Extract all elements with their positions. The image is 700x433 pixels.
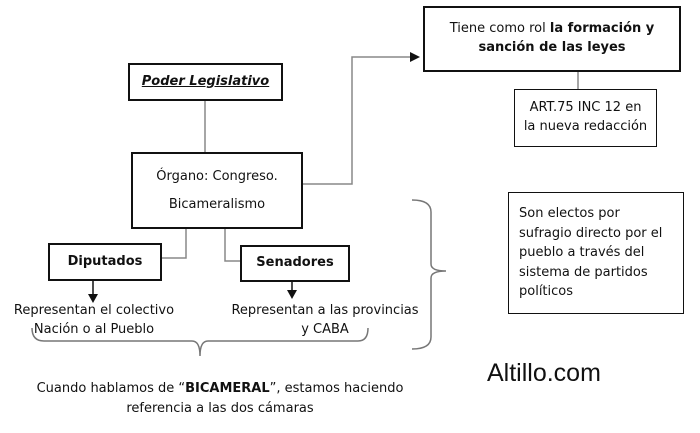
- diputados-desc1: Representan el colectivo: [13, 303, 175, 318]
- election-line3: pueblo a través del: [519, 245, 645, 261]
- connector-organ-role: [303, 56, 410, 185]
- role-box: Tiene como rol la formación y sanción de…: [423, 6, 681, 72]
- organ-line2: Bicameralismo: [168, 196, 266, 212]
- role-bold2: sanción de las leyes: [478, 40, 626, 55]
- diputados-description: Representan el colectivo Nación o al Pue…: [4, 302, 184, 340]
- bottom-brace: [31, 327, 369, 357]
- election-line1: Son electos por: [519, 206, 620, 222]
- right-brace: [411, 199, 447, 350]
- election-line5: políticos: [519, 284, 574, 300]
- diputados-desc2: Nación o al Pueblo: [33, 321, 155, 337]
- poder-legislativo-title: Poder Legislativo: [141, 73, 270, 89]
- role-prefix: Tiene como rol: [449, 21, 550, 37]
- senadores-label: Senadores: [256, 255, 334, 271]
- role-bold1: la formación y: [549, 21, 655, 37]
- article-box: ART.75 INC 12 en la nueva redacción: [514, 89, 657, 147]
- senadores-box: Senadores: [240, 245, 350, 282]
- election-box: Son electos por sufragio directo por el …: [508, 192, 684, 314]
- organ-box: Órgano: Congreso. Bicameralismo: [131, 152, 303, 229]
- connector-organ-diputados: [162, 228, 187, 259]
- footnote-post: ”, estamos haciendo: [269, 381, 404, 396]
- senadores-desc1: Representan a las provincias: [231, 303, 419, 318]
- footnote-line2: referencia a las dos cámaras: [126, 400, 314, 416]
- arrow-head-senadores: [287, 290, 297, 299]
- senadores-desc2: y CABA: [301, 321, 349, 337]
- connector-organ-senadores: [224, 228, 240, 262]
- bicameral-footnote: Cuando hablamos de “BICAMERAL”, estamos …: [20, 379, 420, 418]
- article-line1: ART.75 INC 12 en: [529, 100, 642, 116]
- senadores-description: Representan a las provincias y CABA: [222, 302, 428, 340]
- arrow-head-role: [410, 52, 420, 62]
- election-line2: sufragio directo por el: [519, 225, 663, 241]
- altillo-watermark: Altillo.com: [487, 359, 601, 387]
- diputados-box: Diputados: [48, 243, 162, 281]
- organ-line1: Órgano: Congreso.: [156, 169, 278, 185]
- diputados-label: Diputados: [67, 253, 143, 269]
- footnote-bold: BICAMERAL: [185, 381, 270, 396]
- election-line4: sistema de partidos: [519, 264, 648, 280]
- footnote-pre: Cuando hablamos de “: [36, 381, 186, 396]
- poder-legislativo-box: Poder Legislativo: [128, 63, 283, 101]
- arrow-head-diputados: [88, 294, 98, 303]
- article-line2: la nueva redacción: [523, 119, 648, 134]
